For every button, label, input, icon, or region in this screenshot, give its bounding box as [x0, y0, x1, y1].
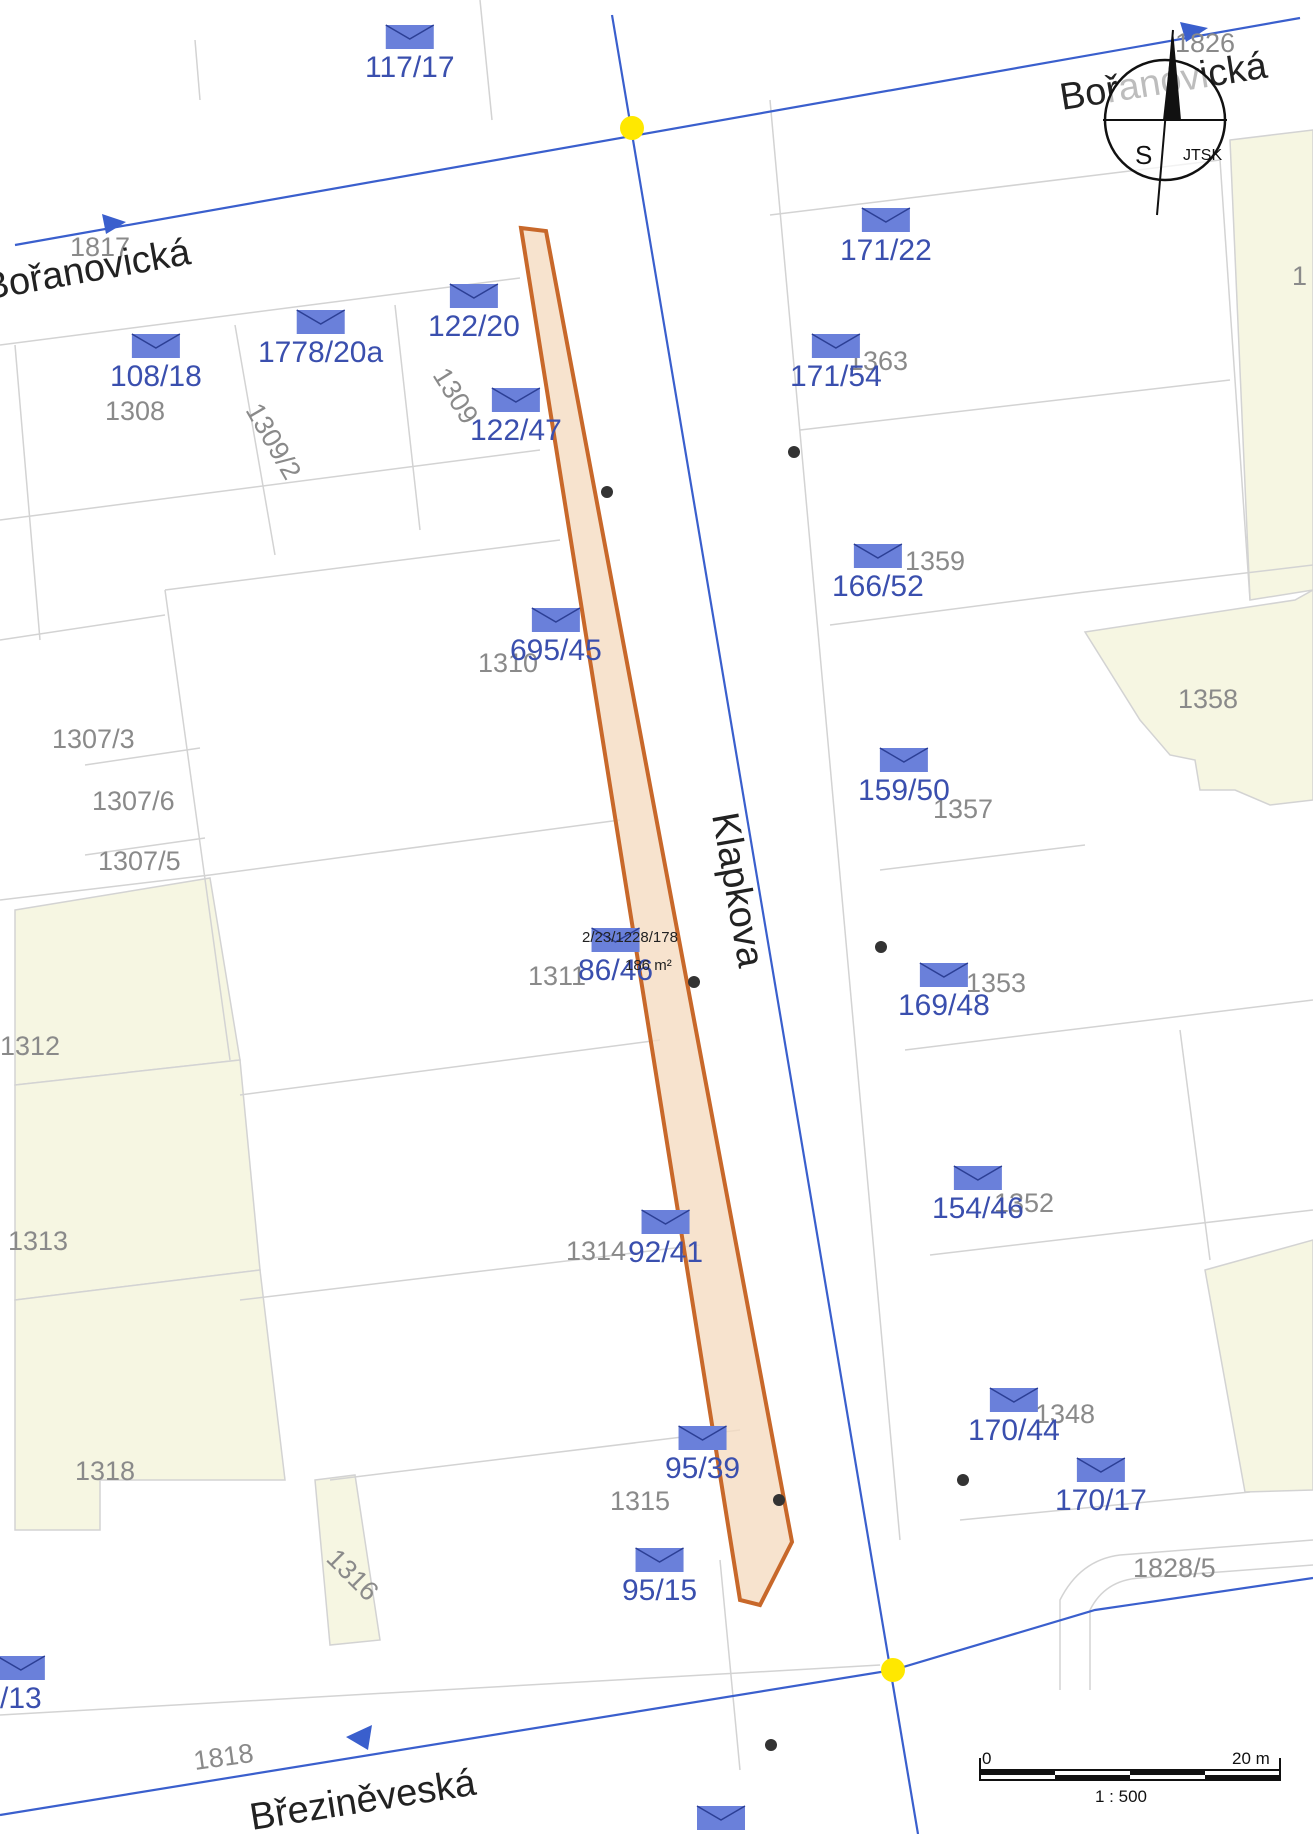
- arrow-east-icon: [1180, 22, 1208, 42]
- building: [1204, 1239, 1313, 1493]
- address-label[interactable]: 159/50: [858, 774, 950, 807]
- parcel-label: 1307/3: [52, 724, 135, 754]
- address-label[interactable]: 169/48: [898, 989, 990, 1022]
- buildings: [14, 129, 1313, 1646]
- parcel-label: 1352: [994, 1188, 1054, 1218]
- address-point-icon: [861, 207, 911, 232]
- selected-parcel-annotation: 2/23/1228/178 186 m²: [582, 929, 678, 974]
- building: [1229, 129, 1313, 601]
- address-label[interactable]: 117/17: [365, 51, 455, 84]
- address-label[interactable]: 1778/20a: [258, 336, 383, 369]
- building: [314, 1474, 381, 1646]
- arrow-east-icon: [102, 214, 126, 234]
- direction-arrows: [102, 22, 1208, 1750]
- junction-marker: [881, 1658, 905, 1682]
- address-label[interactable]: 108/18: [110, 360, 202, 393]
- address-point-icon: [0, 1655, 46, 1680]
- address-point-icon: [131, 333, 181, 358]
- address-label[interactable]: 122/47: [470, 414, 562, 447]
- parcel-label: 1818: [192, 1738, 256, 1776]
- address-point-icon: [449, 283, 499, 308]
- address-label[interactable]: 95/39: [665, 1452, 740, 1485]
- address-label[interactable]: 122/20: [428, 310, 520, 343]
- address-label[interactable]: /13: [0, 1682, 42, 1715]
- north-arrow-icon: [1163, 30, 1181, 120]
- address-label[interactable]: 95/15: [622, 1574, 697, 1607]
- address-label[interactable]: 92/41: [628, 1236, 703, 1269]
- parcel-label: 1311: [528, 961, 586, 991]
- address-point-icon: [919, 962, 969, 987]
- parcel-label: 1315: [610, 1486, 670, 1516]
- address-labels: 117/17 171/22 122/20 1778/20a 108/18 122…: [0, 51, 1147, 1715]
- parcel-label: 1314: [566, 1236, 626, 1266]
- parcel-label: 1307/5: [98, 846, 181, 876]
- survey-points: [601, 446, 969, 1751]
- address-point-icon: [989, 1387, 1039, 1412]
- parcel-label: 1308: [105, 396, 165, 426]
- parcel-label: 1348: [1035, 1399, 1095, 1429]
- address-point-icon: [953, 1165, 1003, 1190]
- parcel-id-label: 2/23/1228/178: [582, 929, 678, 946]
- address-point-icon: [853, 543, 903, 568]
- address-point-icon: [591, 927, 640, 952]
- address-label[interactable]: 86/46: [578, 954, 653, 987]
- parcel-area-label: 186 m²: [625, 957, 672, 974]
- address-markers: [0, 24, 1126, 1830]
- building: [14, 1269, 286, 1531]
- address-point-icon: [678, 1425, 727, 1450]
- street-name-brezineveska: Březiněveská: [247, 1762, 480, 1834]
- junction-marker: [620, 116, 644, 140]
- street-centerlines: [0, 14, 1313, 1834]
- address-label[interactable]: 695/45: [510, 634, 602, 667]
- parcel-label: 1312: [0, 1031, 60, 1061]
- parcel-label: 1309/2: [240, 398, 307, 485]
- scale-bar: 0 20 m 1 : 500: [979, 1749, 1281, 1806]
- parcel-label: 1359: [905, 546, 965, 576]
- parcel-label: 1357: [933, 794, 993, 824]
- address-label[interactable]: 171/54: [790, 360, 882, 393]
- scale-end-label: 20 m: [1232, 1749, 1270, 1768]
- parcel-boundaries: [0, 0, 1313, 1771]
- address-point-icon: [635, 1547, 684, 1572]
- compass-north-label: S: [1135, 140, 1152, 170]
- parcel-label: 1358: [1178, 684, 1238, 714]
- address-label[interactable]: 154/46: [932, 1192, 1024, 1225]
- parcel-label: 1826: [1175, 28, 1235, 58]
- parcel-label: 1318: [75, 1456, 135, 1486]
- scale-ratio-label: 1 : 500: [1095, 1787, 1147, 1806]
- compass-system-label: JTSK: [1183, 147, 1222, 164]
- parcel-label: 1353: [966, 968, 1026, 998]
- address-point-icon: [1076, 1457, 1126, 1482]
- building: [1083, 589, 1313, 806]
- building: [14, 1059, 261, 1301]
- address-point-icon: [296, 309, 346, 334]
- address-point-icon: [531, 607, 581, 632]
- compass: S JTSK: [1103, 29, 1227, 216]
- parcel-label: 1828/5: [1133, 1553, 1216, 1583]
- address-label[interactable]: 170/17: [1055, 1484, 1147, 1517]
- parcel-label: 1: [1292, 261, 1307, 291]
- address-point-icon: [491, 387, 541, 412]
- arrow-west-icon: [346, 1725, 372, 1750]
- address-point-icon: [811, 333, 861, 358]
- parcel-label: 1817: [70, 232, 130, 262]
- parcel-label: 1313: [8, 1226, 68, 1256]
- address-point-icon: [879, 747, 929, 772]
- selected-parcel[interactable]: [518, 225, 795, 1608]
- parcel-label: 1307/6: [92, 786, 175, 816]
- street-line-klapkova: [610, 14, 920, 1834]
- street-line-boranovicka: [14, 16, 1301, 247]
- parcel-labels: 1817 1308 1309/2 1309 1310 1307/3 1307/6…: [0, 28, 1307, 1776]
- parcel-label: 1310: [478, 648, 538, 678]
- street-line-brezineveska: [0, 1576, 1313, 1817]
- street-name-klapkova: Klapkova: [703, 809, 772, 971]
- address-point-icon: [641, 1209, 690, 1234]
- address-label[interactable]: 171/22: [840, 234, 932, 267]
- address-point-icon: [696, 1805, 746, 1830]
- scale-zero-label: 0: [982, 1749, 991, 1768]
- address-point-icon: [385, 24, 435, 49]
- address-label[interactable]: 166/52: [832, 570, 924, 603]
- address-label[interactable]: 170/44: [968, 1414, 1060, 1447]
